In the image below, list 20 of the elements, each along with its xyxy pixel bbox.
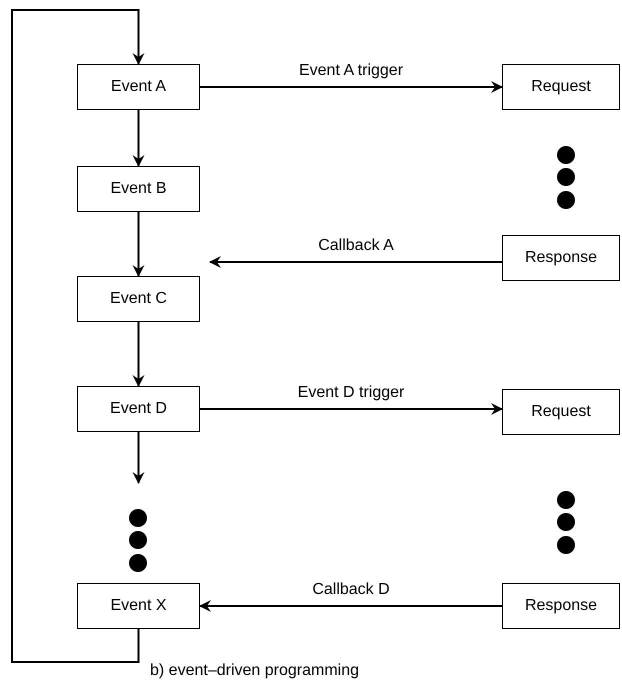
arrow bbox=[209, 256, 502, 268]
arrow bbox=[200, 81, 503, 93]
arrow bbox=[132, 110, 144, 167]
edge-label: Event D trigger bbox=[296, 384, 406, 402]
process-box: Event D bbox=[77, 386, 200, 432]
arrow bbox=[200, 403, 503, 415]
arrow bbox=[11, 9, 144, 663]
process-box: Response bbox=[502, 235, 620, 281]
arrow bbox=[132, 432, 144, 484]
process-box: Event X bbox=[77, 583, 200, 629]
process-box: Request bbox=[502, 389, 620, 435]
process-box: Event A bbox=[77, 64, 200, 110]
arrow bbox=[132, 322, 144, 387]
arrow bbox=[199, 600, 502, 612]
caption: b) event–driven programming bbox=[150, 662, 359, 680]
arrow bbox=[132, 212, 144, 277]
process-box: Event B bbox=[77, 166, 200, 212]
process-box: Event C bbox=[77, 276, 200, 322]
process-box: Request bbox=[502, 64, 620, 110]
process-box: Response bbox=[502, 583, 620, 629]
